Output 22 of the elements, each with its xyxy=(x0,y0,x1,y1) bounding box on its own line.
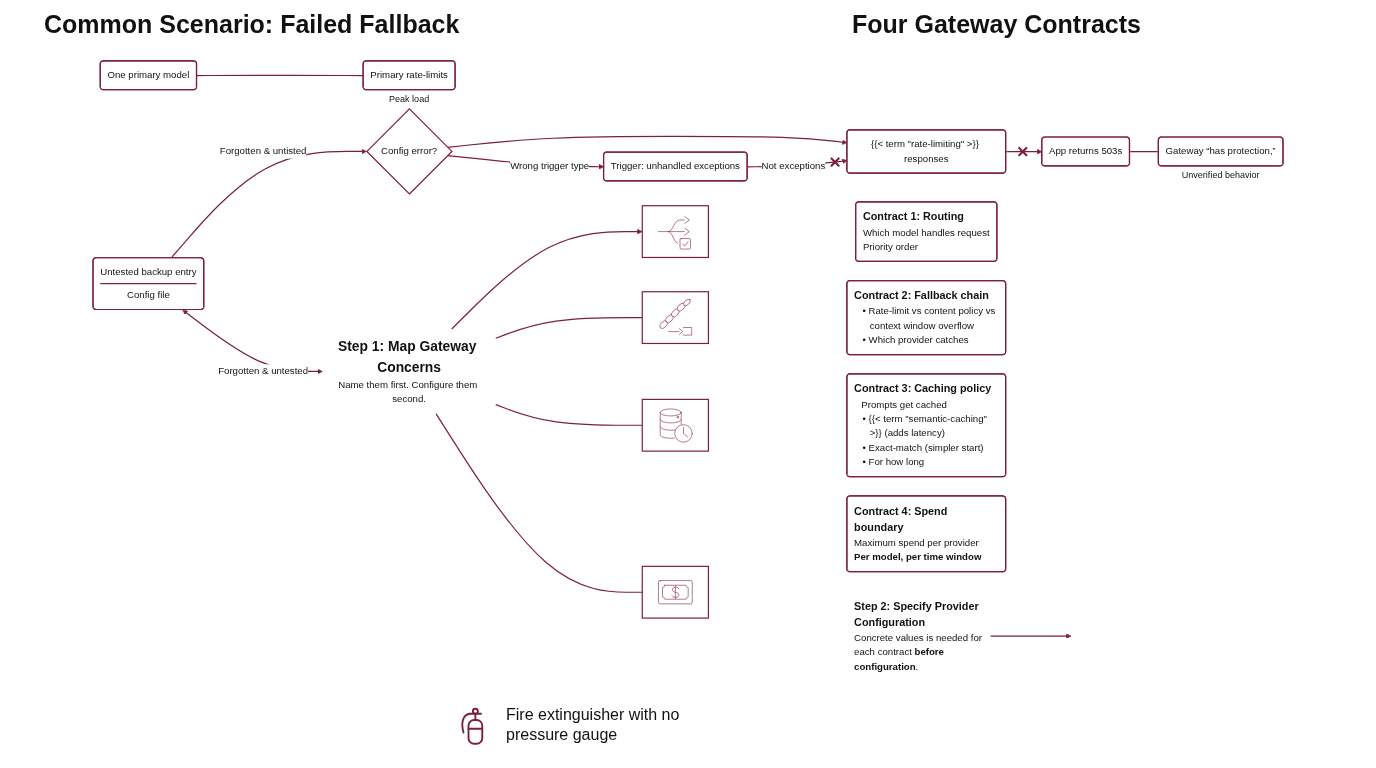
edge-label: Forgotten & untisted xyxy=(219,146,307,157)
note-text: Fire extinguisher with no pressure gauge xyxy=(506,705,681,745)
connector xyxy=(435,413,643,593)
section-heading: Common Scenario: Failed Fallback xyxy=(44,10,460,39)
connector xyxy=(495,404,643,426)
caption-text: Unverified behavior xyxy=(1181,169,1260,180)
node-diamond: Config error? xyxy=(366,108,453,195)
arrow xyxy=(990,633,1072,639)
connector xyxy=(495,317,643,339)
caption-text: Peak load xyxy=(389,93,430,104)
node-text: Step 1: Map Gateway Concerns Name them first. Configure them second. xyxy=(338,338,478,405)
edge-label: Not exceptions xyxy=(761,161,826,172)
node-picture xyxy=(641,398,710,452)
section-heading: Four Gateway Contracts xyxy=(852,10,1141,39)
edge-label: Forgotten & untested xyxy=(218,366,309,377)
node-text: Step 2: Specify Provider Configuration Concrete values is needed for each contract before configuration. xyxy=(854,599,982,672)
node-picture xyxy=(641,291,710,345)
node-picture xyxy=(641,565,710,619)
node-picture xyxy=(641,205,710,259)
arrow xyxy=(170,148,367,259)
edge-label: Wrong trigger type xyxy=(510,161,590,172)
arrow xyxy=(451,228,643,330)
